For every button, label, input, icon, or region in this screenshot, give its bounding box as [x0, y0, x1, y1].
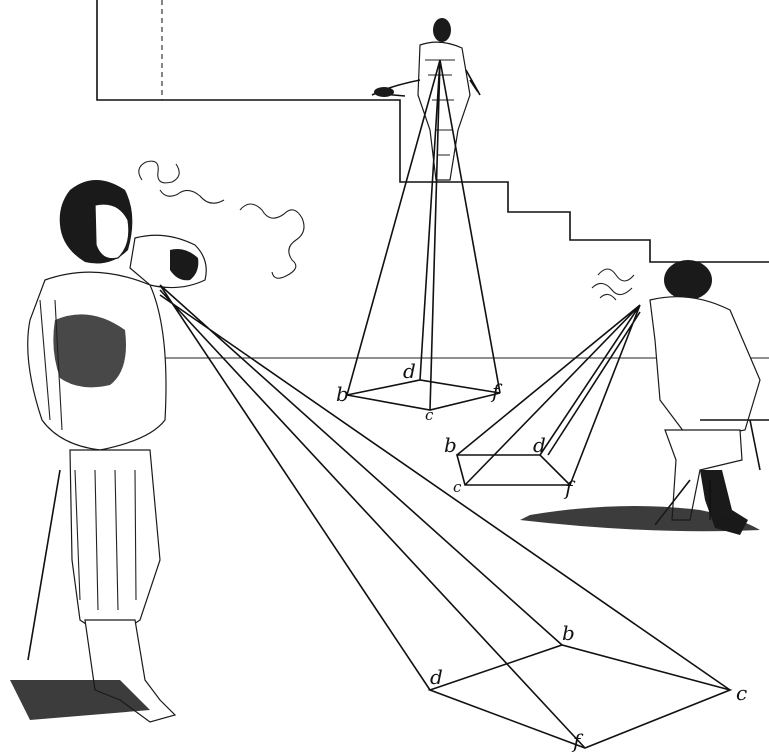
seated-observer-figure — [520, 260, 769, 535]
label-top-b: b — [336, 382, 349, 406]
label-mid-b: b — [444, 433, 457, 457]
label-big-d: d — [430, 665, 443, 689]
label-top-d: d — [403, 359, 416, 383]
label-top-f: f — [490, 379, 503, 403]
label-mid-d: d — [533, 433, 546, 457]
middle-perspective-pyramid — [457, 305, 640, 485]
label-mid-c: c — [453, 478, 462, 496]
label-top-c: c — [425, 406, 434, 424]
label-big-c: c — [736, 681, 747, 705]
standing-gentleman-figure — [10, 161, 304, 722]
balcony-observer-figure — [372, 18, 480, 180]
label-big-f: f — [571, 729, 584, 753]
label-big-b: b — [562, 621, 575, 645]
label-mid-f: f — [563, 476, 576, 500]
